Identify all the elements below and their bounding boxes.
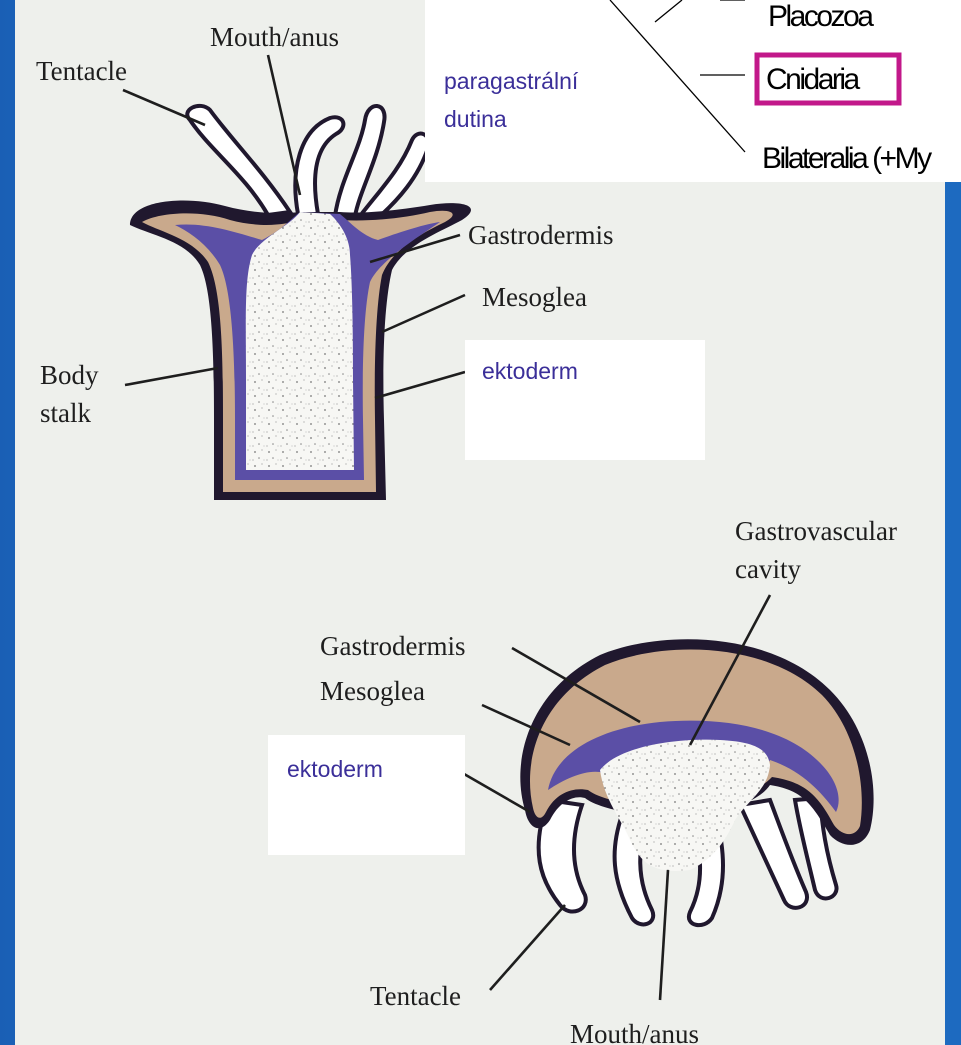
tree-taxon-bilateralia: Bilateralia (+My [762,142,932,175]
medusa-mesoglea-label: Mesoglea [320,676,425,706]
paragastral-label-line1: paragastrální [444,66,578,96]
medusa-tentacle-label: Tentacle [370,981,461,1011]
medusa-ektoderm-box [268,735,465,855]
polyp-tentacle-label: Tentacle [36,56,127,86]
medusa-mouth-anus-label: Mouth/anus [570,1019,699,1045]
medusa-gastrodermis-label: Gastrodermis [320,631,465,661]
polyp-stalk-label: stalk [40,398,91,428]
polyp-tentacles [187,106,428,218]
tree-taxon-placozoa: Placozoa [768,0,874,33]
tree-taxon-cnidaria: Cnidaria [766,63,861,96]
polyp-cavity [246,212,354,470]
polyp-ektoderm-label: ektoderm [482,356,578,386]
polyp-body-label: Body [40,360,99,390]
medusa-ektoderm-label: ektoderm [287,754,383,784]
medusa-gastrovascular-label-1: Gastrovascular [735,516,897,546]
paragastral-label-line2: dutina [444,104,507,134]
polyp-gastrodermis-label: Gastrodermis [468,220,613,250]
polyp-mesoglea-label: Mesoglea [482,282,587,312]
medusa-gastrovascular-label-2: cavity [735,554,801,584]
polyp-mouth-anus-label: Mouth/anus [210,22,339,52]
